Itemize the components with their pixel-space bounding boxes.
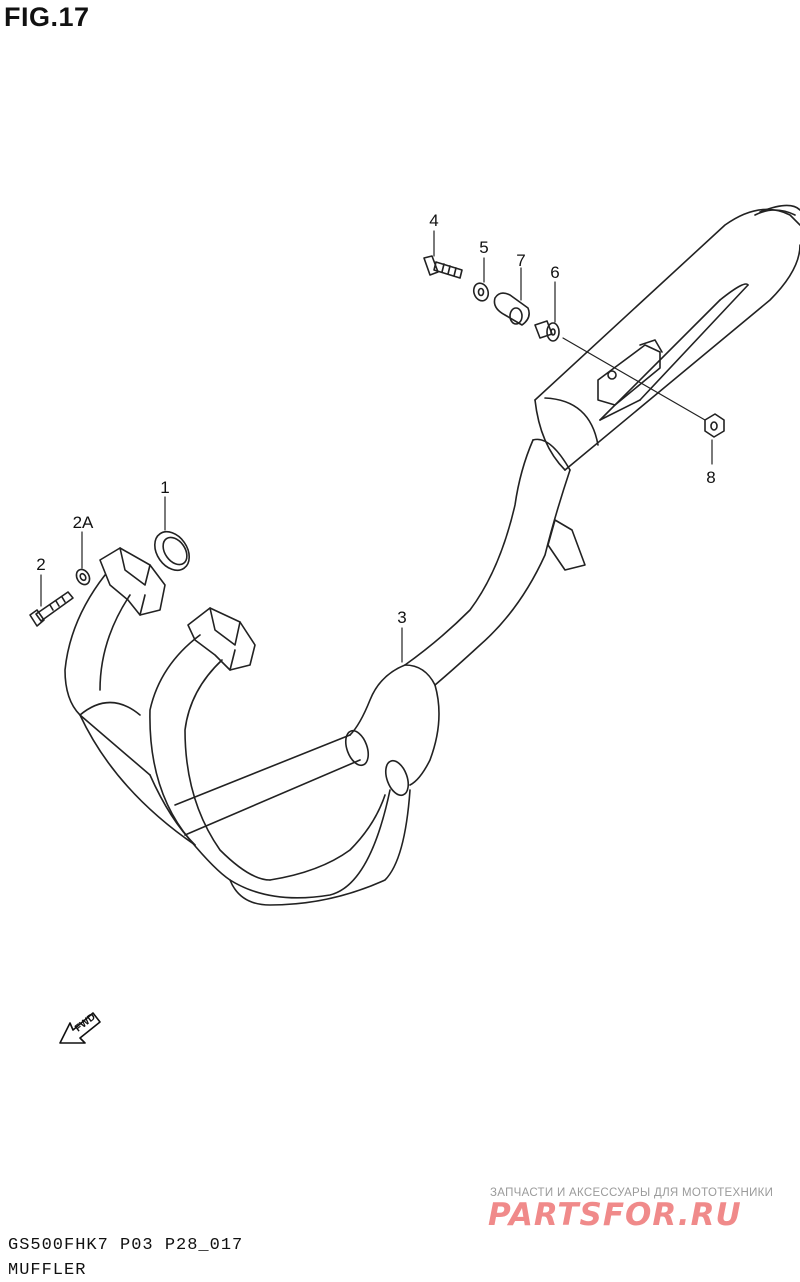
callout-5: 5 — [479, 238, 488, 257]
bolt-part-2 — [29, 591, 74, 627]
grommet-part-7 — [493, 292, 530, 326]
washer-part-5 — [472, 282, 490, 302]
header-pipes — [64, 438, 586, 906]
fwd-direction-marker: FWD — [59, 1012, 101, 1044]
callout-3: 3 — [397, 608, 406, 627]
arrow-left-down-icon — [59, 1012, 101, 1044]
callout-2: 2 — [36, 555, 45, 574]
callout-6: 6 — [550, 263, 559, 282]
callout-8: 8 — [706, 468, 715, 487]
watermark-tagline: ЗАПЧАСТИ И АКСЕССУАРЫ ДЛЯ МОТОТЕХНИКИ — [490, 1187, 774, 1199]
flange-clamp-rear — [99, 547, 166, 616]
bolt-part-4 — [423, 255, 463, 279]
section-name: MUFFLER — [8, 1261, 87, 1280]
callout-1: 1 — [160, 478, 169, 497]
figure-title: FIG.17 — [4, 2, 90, 32]
gasket-part-1 — [153, 530, 191, 572]
callout-4: 4 — [429, 211, 438, 230]
callout-2a: 2A — [73, 513, 94, 532]
flange-clamp-front — [187, 607, 256, 671]
muffler-canister — [534, 204, 800, 471]
watermark-logo: PARTSFOR.RU — [488, 1197, 742, 1233]
collar-part-6 — [534, 320, 560, 342]
callout-7: 7 — [516, 251, 525, 270]
model-code: GS500FHK7 P03 P28_017 — [8, 1236, 244, 1255]
washer-part-2a — [75, 568, 91, 586]
nut-part-8 — [704, 413, 725, 438]
leader-lines — [40, 230, 713, 663]
